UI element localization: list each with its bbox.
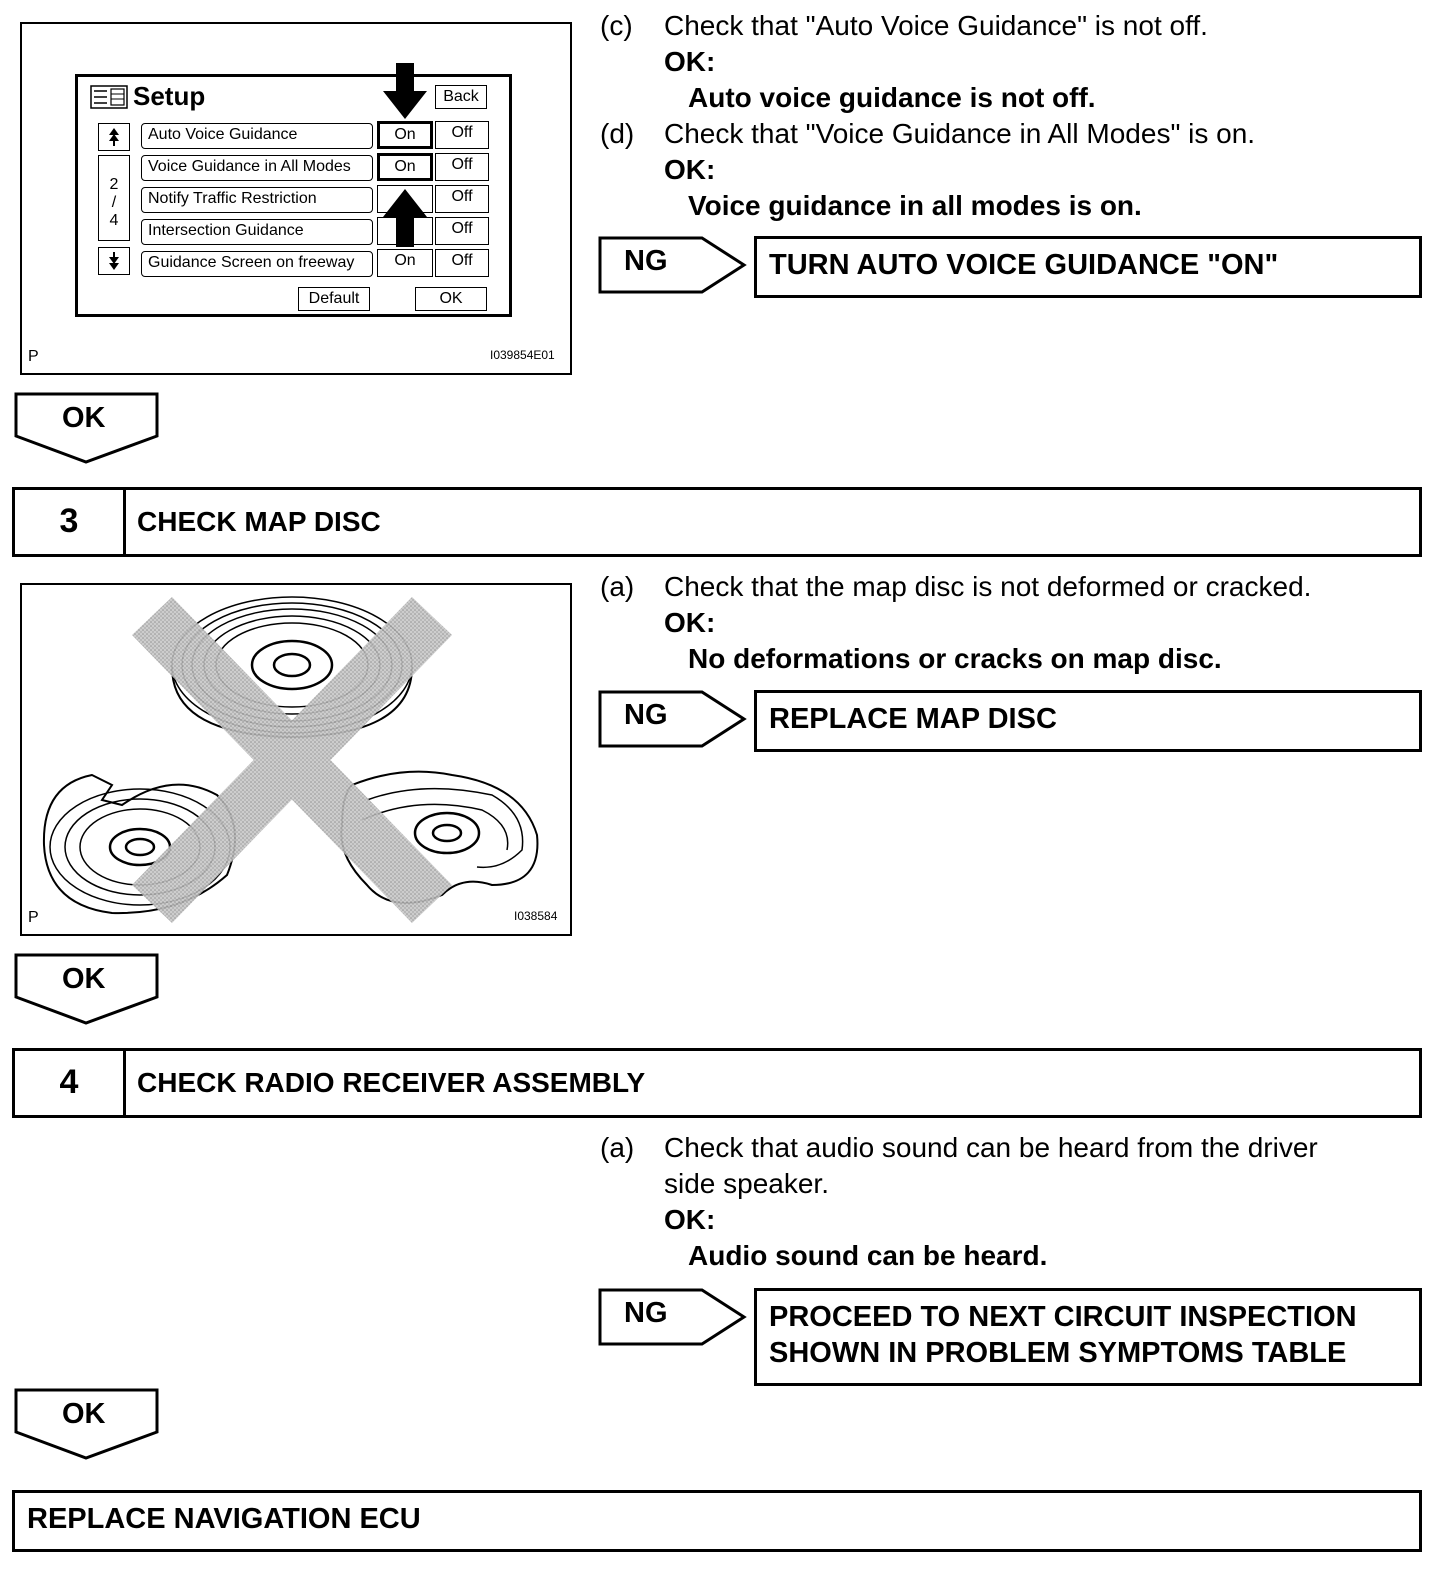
step-4a-label: (a) bbox=[600, 1132, 635, 1163]
step-c-ok: OK: bbox=[664, 46, 716, 77]
intersection-off-button[interactable]: Off bbox=[435, 217, 489, 245]
ok-label: OK bbox=[62, 963, 106, 995]
auto-voice-off-button[interactable]: Off bbox=[435, 121, 489, 149]
step-3a-label: (a) bbox=[600, 571, 635, 602]
step-d-ok: OK: bbox=[664, 154, 716, 185]
figure-code: I039854E01 bbox=[490, 348, 555, 362]
section-4-number: 4 bbox=[59, 1063, 79, 1101]
down-pointer-arrow bbox=[383, 63, 427, 119]
page-total: 4 bbox=[109, 212, 119, 229]
figure-corner-label: P bbox=[28, 909, 39, 926]
ng-action-replace-disc: REPLACE MAP DISC bbox=[754, 690, 1422, 752]
freeway-off-button[interactable]: Off bbox=[435, 249, 489, 277]
step-d-text: Check that "Voice Guidance in All Modes"… bbox=[664, 118, 1256, 149]
figure-corner-label: P bbox=[28, 348, 39, 365]
row-intersection-guidance[interactable]: Intersection Guidance bbox=[141, 219, 373, 245]
double-up-arrow-icon bbox=[109, 128, 119, 146]
ng-action-line-2: SHOWN IN PROBLEM SYMPTOMS TABLE bbox=[769, 1337, 1347, 1369]
ng-action-line-1: PROCEED TO NEXT CIRCUIT INSPECTION bbox=[769, 1301, 1357, 1333]
final-action-replace-ecu: REPLACE NAVIGATION ECU bbox=[12, 1490, 1422, 1552]
figure-code: I038584 bbox=[514, 909, 558, 923]
setup-screen-figure: Setup Back 2 / 4 Auto Voice Guidance On … bbox=[20, 22, 572, 375]
ng-action-proceed: PROCEED TO NEXT CIRCUIT INSPECTION SHOWN… bbox=[754, 1288, 1422, 1386]
freeway-on-button[interactable]: On bbox=[377, 249, 433, 277]
section-4-title: CHECK RADIO RECEIVER ASSEMBLY bbox=[137, 1067, 646, 1098]
step-3a-ok: OK: bbox=[664, 607, 716, 638]
map-disc-figure: P I038584 bbox=[20, 583, 572, 936]
ok-label: OK bbox=[62, 402, 106, 434]
page-current: 2 bbox=[109, 176, 119, 193]
step-3a-result: No deformations or cracks on map disc. bbox=[688, 643, 1222, 674]
all-modes-on-button[interactable]: On bbox=[377, 153, 433, 181]
double-down-arrow-icon bbox=[109, 252, 119, 270]
step-4a-ok: OK: bbox=[664, 1204, 716, 1235]
scroll-up-button[interactable] bbox=[98, 123, 130, 151]
page-indicator: 2 / 4 bbox=[98, 155, 130, 241]
ng-flag-4: NG bbox=[598, 1288, 748, 1346]
section-4-header: 4 CHECK RADIO RECEIVER ASSEMBLY bbox=[12, 1048, 1422, 1118]
back-button[interactable]: Back bbox=[435, 85, 487, 109]
step-d-label: (d) bbox=[600, 118, 635, 149]
ng-label: NG bbox=[624, 699, 668, 731]
step-c-label: (c) bbox=[600, 10, 633, 41]
menu-icon[interactable] bbox=[90, 85, 128, 109]
page-separator: / bbox=[111, 194, 117, 211]
ng-label: NG bbox=[624, 1297, 668, 1329]
auto-voice-on-button[interactable]: On bbox=[377, 121, 433, 149]
row-notify-traffic-restriction[interactable]: Notify Traffic Restriction bbox=[141, 187, 373, 213]
ok-flag-2: OK bbox=[14, 392, 159, 466]
traffic-off-button[interactable]: Off bbox=[435, 185, 489, 213]
step-c-text: Check that "Auto Voice Guidance" is not … bbox=[664, 10, 1208, 41]
row-voice-guidance-all-modes[interactable]: Voice Guidance in All Modes bbox=[141, 155, 373, 181]
setup-title: Setup bbox=[133, 81, 206, 111]
ng-action-turn-on: TURN AUTO VOICE GUIDANCE "ON" bbox=[754, 236, 1422, 298]
row-guidance-screen-freeway[interactable]: Guidance Screen on freeway bbox=[141, 251, 373, 277]
step-4a-text-1: Check that audio sound can be heard from… bbox=[664, 1132, 1318, 1163]
default-button[interactable]: Default bbox=[298, 287, 370, 311]
up-pointer-arrow bbox=[383, 189, 427, 247]
ok-label: OK bbox=[62, 1398, 106, 1430]
step-3a-text: Check that the map disc is not deformed … bbox=[664, 571, 1312, 602]
ng-flag-3: NG bbox=[598, 690, 748, 748]
section-3-number: 3 bbox=[59, 502, 79, 540]
ok-flag-4: OK bbox=[14, 1388, 159, 1462]
step-c-result: Auto voice guidance is not off. bbox=[688, 82, 1096, 113]
ng-label: NG bbox=[624, 245, 668, 277]
ok-flag-3: OK bbox=[14, 953, 159, 1027]
setup-screen: Setup Back 2 / 4 Auto Voice Guidance On … bbox=[75, 63, 512, 317]
all-modes-off-button[interactable]: Off bbox=[435, 153, 489, 181]
step-4a-result: Audio sound can be heard. bbox=[688, 1240, 1048, 1271]
section-3-header: 3 CHECK MAP DISC bbox=[12, 487, 1422, 557]
damaged-disc-illustration bbox=[42, 596, 539, 923]
section-3-title: CHECK MAP DISC bbox=[137, 506, 381, 537]
row-auto-voice-guidance[interactable]: Auto Voice Guidance bbox=[141, 123, 373, 149]
ok-button[interactable]: OK bbox=[415, 287, 487, 311]
scroll-down-button[interactable] bbox=[98, 247, 130, 275]
step-4a-text-2: side speaker. bbox=[664, 1168, 829, 1199]
step-d-result: Voice guidance in all modes is on. bbox=[688, 190, 1142, 221]
ng-flag-2: NG bbox=[598, 236, 748, 294]
